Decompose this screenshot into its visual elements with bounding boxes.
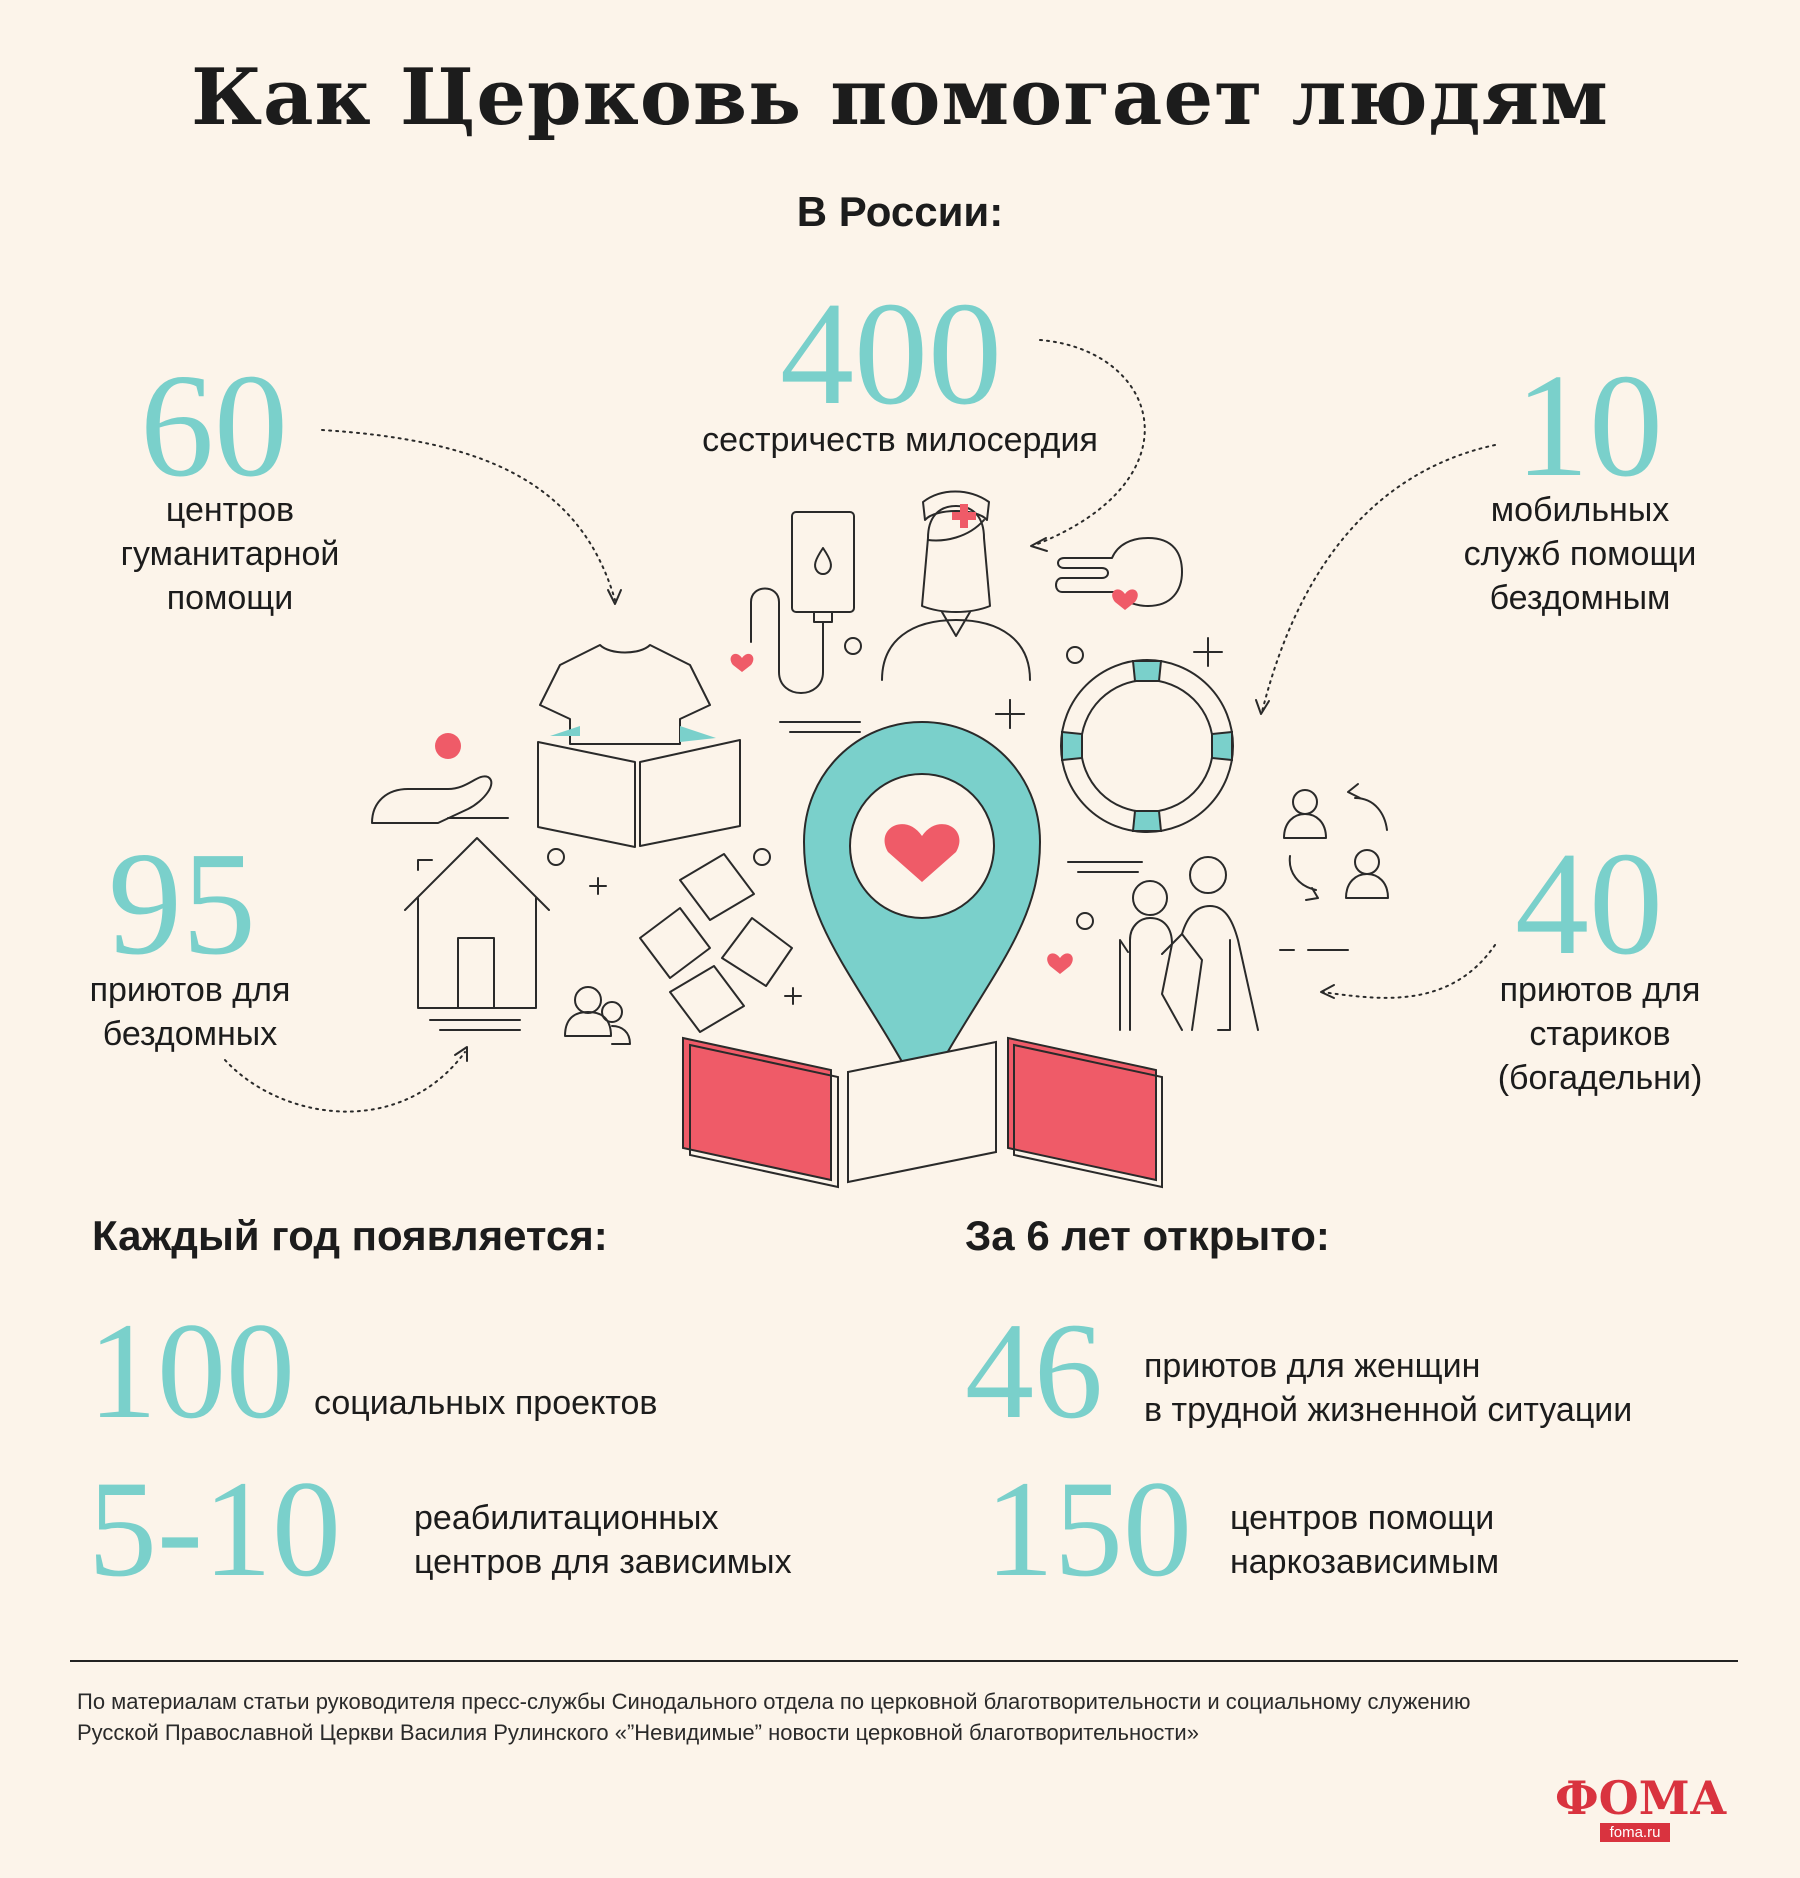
open-map-pages — [682, 1036, 1163, 1189]
arrow-head — [607, 589, 622, 605]
house-icon — [404, 837, 607, 1031]
hands-together-icon — [639, 848, 802, 1033]
stat-label-line: бездомных — [102, 1015, 278, 1053]
dotted-arrow — [1321, 944, 1496, 999]
stat-label-mercy-sisterhoods: сестричеств милосердия — [702, 421, 1098, 459]
nurse-icon — [881, 490, 1031, 681]
stat-label-line: бездомным — [1489, 579, 1671, 617]
box-flaps — [550, 726, 716, 742]
stat-value-mercy-sisterhoods: 400 — [780, 272, 1002, 436]
source-line: По материалам статьи руководителя пресс-… — [77, 1689, 1471, 1714]
central-illustration — [224, 339, 1496, 1189]
stat-label-line: гуманитарной — [120, 535, 340, 573]
people-exchange-icon — [1279, 783, 1389, 951]
stat-label-line: наркозависимым — [1230, 1543, 1500, 1581]
logo-site: foma.ru — [1599, 1823, 1671, 1842]
red-accents — [435, 504, 1138, 974]
source-note: По материалам статьи руководителя пресс-… — [77, 1686, 1757, 1748]
arrow-head — [454, 1046, 468, 1062]
six-years-label-drug-centers: центров помощи наркозависимым — [1230, 1496, 1499, 1584]
map-pin-heart-icon — [802, 720, 1042, 1101]
dotted-arrow — [1034, 339, 1146, 546]
stat-label-line: служб помощи — [1463, 535, 1697, 573]
stat-label-mobile-services: мобильных служб помощи бездомным — [1420, 488, 1740, 620]
logo-name: ФОМА — [1555, 1771, 1728, 1825]
six-years-value-drug-centers: 150 — [985, 1452, 1192, 1605]
stat-label-line: центров для зависимых — [414, 1543, 792, 1581]
stat-label-line: (богадельни) — [1497, 1059, 1703, 1097]
source-line: Русской Православной Церкви Василия Рули… — [77, 1720, 1199, 1745]
lifebuoy-icon — [1060, 659, 1234, 833]
people-icon — [564, 986, 631, 1045]
dotted-arrow — [224, 1051, 466, 1113]
elderly-couple-icon — [1067, 856, 1259, 1031]
stat-label-line: центров — [165, 491, 295, 529]
arrow-head — [1255, 699, 1270, 715]
arrow-head — [1320, 984, 1335, 999]
stat-label-line: мобильных — [1490, 491, 1670, 529]
tshirt-box-icon — [537, 644, 741, 848]
yearly-label-rehab-centers: реабилитационных центров для зависимых — [414, 1496, 792, 1584]
stat-label-line: приютов для женщин — [1144, 1347, 1481, 1385]
russia-heading: В России: — [796, 188, 1004, 235]
stat-label-line: стариков — [1529, 1015, 1671, 1053]
stat-label-aid-centers: центров гуманитарной помощи — [80, 488, 380, 620]
stat-value-elderly-shelters: 40 — [1515, 822, 1663, 986]
six-years-heading: За 6 лет открыто: — [965, 1212, 1330, 1259]
six-years-value-women-shelters: 46 — [965, 1294, 1103, 1447]
yearly-label-social-projects: социальных проектов — [314, 1384, 658, 1422]
yearly-heading: Каждый год появляется: — [92, 1212, 608, 1259]
yearly-value-social-projects: 100 — [88, 1294, 295, 1447]
iv-drip-icon — [750, 511, 862, 733]
stat-label-line: приютов для — [1499, 971, 1701, 1009]
stat-value-homeless-shelters: 95 — [108, 822, 256, 986]
hand-coin-icon — [371, 775, 509, 824]
hand-heart-icon — [1055, 537, 1223, 667]
stat-value-mobile-services: 10 — [1515, 344, 1663, 508]
stat-label-line: реабилитационных — [414, 1499, 719, 1537]
stat-value-aid-centers: 60 — [140, 344, 288, 508]
page-title: Как Церковь помогает людям — [191, 52, 1609, 143]
dotted-arrow — [1261, 444, 1496, 713]
stat-label-elderly-shelters: приютов для стариков (богадельни) — [1455, 968, 1745, 1100]
stat-label-line: приютов для — [89, 971, 291, 1009]
divider-line — [70, 1660, 1738, 1662]
arrow-head — [1030, 537, 1048, 552]
foma-logo: ФОМА foma.ru — [1555, 1771, 1728, 1842]
stat-label-line: центров помощи — [1230, 1499, 1495, 1537]
stat-label-homeless-shelters: приютов для бездомных — [50, 968, 330, 1056]
six-years-label-women-shelters: приютов для женщин в трудной жизненной с… — [1144, 1344, 1632, 1432]
lifebuoy-bands — [1061, 660, 1233, 832]
yearly-value-rehab-centers: 5-10 — [88, 1452, 341, 1605]
stat-label-line: помощи — [166, 579, 294, 617]
dotted-arrow — [321, 429, 616, 601]
stat-label-line: в трудной жизненной ситуации — [1144, 1391, 1633, 1429]
